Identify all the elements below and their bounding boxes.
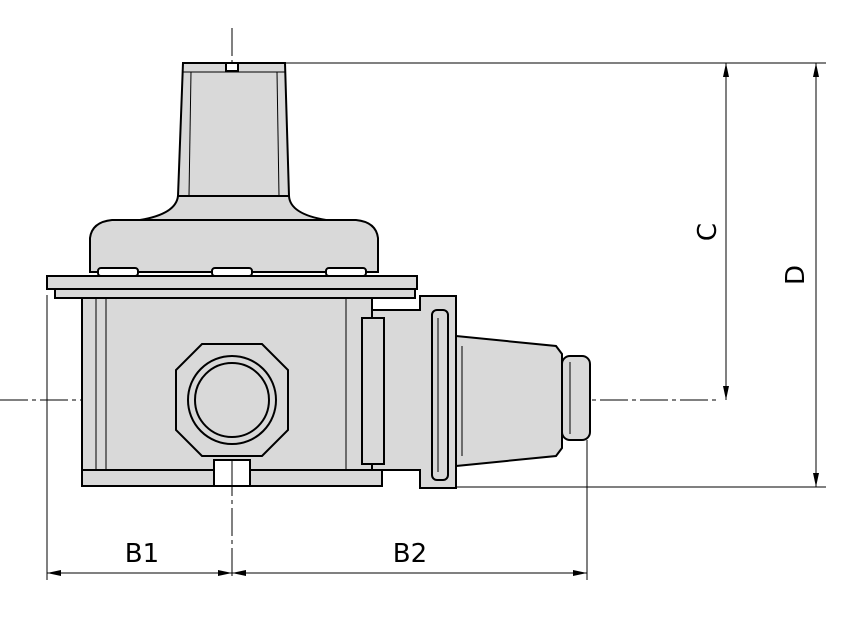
b2-arrow-left [232,570,246,576]
outlet-end-cap [561,355,591,441]
bonnet-inner-right [276,71,280,197]
bonnet-cap-slot [225,62,239,72]
flange-lower-ring [54,288,416,299]
bonnet-inner-left [188,71,192,197]
outlet-nozzle [455,334,563,468]
flange-plate [46,275,418,290]
c-arrow-bottom [723,386,729,400]
d-arrow-bottom [813,473,819,487]
flange-bolt-right [325,267,367,277]
outlet-nut [431,309,449,481]
d-label: D [781,265,811,285]
b1-label: B1 [125,539,159,569]
flange-bolt-left [97,267,139,277]
b1-arrow-right [218,570,232,576]
inlet-port [194,362,270,438]
dimensions: B1 B2 C D [46,62,826,580]
c-arrow-top [723,63,729,77]
spring-bonnet [176,62,291,197]
outlet-collar [361,317,385,465]
c-label: C [693,223,723,241]
b2-arrow-right [573,570,587,576]
b2-label: B2 [393,539,427,569]
flange-bolt-center [211,267,253,277]
d-arrow-top [813,63,819,77]
b1-arrow-left [47,570,61,576]
bonnet-neck [139,195,327,221]
regulator-body [46,62,591,489]
diaphragm-dome [89,219,379,273]
